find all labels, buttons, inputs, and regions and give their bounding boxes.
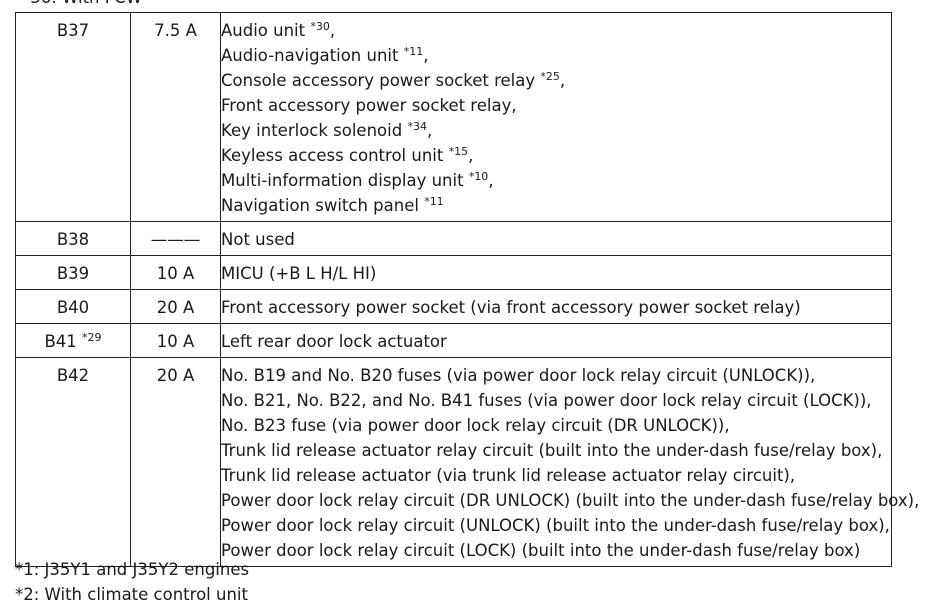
amperage: 20 A (156, 298, 195, 317)
footnotes: *1: J35Y1 and J35Y2 engines *2: With cli… (15, 557, 249, 607)
amperage-cell: 10 A (130, 255, 221, 290)
circuit-line: Front accessory power socket (via front … (221, 295, 891, 320)
circuit-text: Trunk lid release actuator relay circuit… (221, 441, 883, 460)
circuit-line: Audio-navigation unit *11, (221, 43, 891, 68)
fuse-number: B42 (56, 366, 90, 385)
circuit-text: Audio-navigation unit (221, 46, 404, 65)
circuit-note: *25 (540, 70, 560, 83)
amperage: 10 A (156, 264, 195, 283)
circuit-text: Power door lock relay circuit (DR UNLOCK… (221, 491, 920, 510)
circuit-note: *10 (468, 170, 489, 183)
fuse-number-cell: B37 (15, 12, 131, 222)
circuit-text: Not used (221, 230, 295, 249)
circuit-text: Console accessory power socket relay (221, 71, 541, 90)
fuse-number-cell: B40 (15, 289, 131, 324)
circuit-line: No. B23 fuse (via power door lock relay … (221, 413, 891, 438)
circuit-text: Multi-information display unit (221, 171, 469, 190)
circuit-punct: , (468, 146, 474, 165)
fuse-row: B42 20 A No. B19 and No. B20 fuses (via po… (15, 357, 919, 567)
circuit-text: Navigation switch panel (221, 196, 425, 215)
fuse-row: B38 ——— Not used (15, 221, 892, 256)
amperage-cell: 7.5 A (130, 12, 221, 222)
circuit-text: Left rear door lock actuator (221, 332, 447, 351)
circuit-punct: , (329, 21, 336, 40)
fuse-number-cell: B41 *29 (15, 323, 131, 358)
amperage-cell: 20 A (130, 357, 221, 567)
circuit-text: Front accessory power socket (via front … (221, 298, 801, 317)
circuit-line: Multi-information display unit *10, (221, 168, 891, 193)
circuit-line: Power door lock relay circuit (UNLOCK) (… (221, 513, 891, 538)
circuit-text: Trunk lid release actuator (via trunk li… (221, 466, 796, 485)
footnote: *2: With climate control unit (15, 585, 248, 604)
circuit-line: Navigation switch panel *11 (221, 193, 891, 218)
circuit-note: *11 (403, 45, 424, 58)
circuit-note: *34 (407, 120, 427, 133)
circuit-text: No. B19 and No. B20 fuses (via power doo… (221, 366, 816, 385)
circuit-description-cell: Front accessory power socket (via front … (220, 289, 892, 324)
amperage: ——— (150, 230, 201, 249)
circuit-line: Trunk lid release actuator relay circuit… (221, 438, 891, 463)
circuit-description-cell: MICU (+B L H/L HI) (220, 255, 892, 290)
footnote: *1: J35Y1 and J35Y2 engines (15, 560, 250, 579)
circuit-text: Audio unit (221, 21, 311, 40)
circuit-line: Key interlock solenoid *34, (221, 118, 891, 143)
circuit-line: MICU (+B L H/L HI) (221, 261, 891, 286)
circuit-line: Keyless access control unit *15, (221, 143, 891, 168)
circuit-text: Front accessory power socket relay, (221, 96, 517, 115)
circuit-description-cell: Not used (220, 221, 892, 256)
fuse-number: B39 (56, 264, 90, 283)
circuit-line: Power door lock relay circuit (DR UNLOCK… (221, 488, 919, 513)
circuit-line: Front accessory power socket relay, (221, 93, 891, 118)
fuse-number: B41 (44, 332, 83, 351)
circuit-description-cell: No. B19 and No. B20 fuses (via power doo… (220, 357, 919, 567)
circuit-description-cell: Audio unit *30,Audio-navigation unit *11… (220, 12, 892, 222)
circuit-text: Keyless access control unit (221, 146, 449, 165)
circuit-line: Console accessory power socket relay *25… (221, 68, 891, 93)
fuse-row: B41 *29 10 A Left rear door lock actuator (15, 323, 892, 358)
fuse-row: B40 20 A Front accessory power socket (via… (15, 289, 892, 324)
fuse-note: *29 (82, 331, 102, 344)
circuit-note: *11 (424, 195, 444, 208)
circuit-punct: , (423, 46, 429, 65)
amperage: 7.5 A (154, 21, 197, 40)
circuit-line: Trunk lid release actuator (via trunk li… (221, 463, 891, 488)
circuit-text: Power door lock relay circuit (UNLOCK) (… (221, 516, 890, 535)
amperage-cell: ——— (130, 221, 221, 256)
partial-footnote-top: *36: With FCW (22, 0, 142, 8)
circuit-punct: , (488, 171, 494, 190)
circuit-text: No. B23 fuse (via power door lock relay … (221, 416, 730, 435)
amperage-cell: 20 A (130, 289, 221, 324)
fuse-number-cell: B39 (15, 255, 131, 290)
circuit-note: *15 (448, 145, 469, 158)
amperage: 20 A (156, 366, 195, 385)
circuit-description-cell: Left rear door lock actuator (220, 323, 892, 358)
fuse-number: B38 (56, 230, 90, 249)
circuit-line: No. B19 and No. B20 fuses (via power doo… (221, 363, 891, 388)
circuit-punct: , (426, 121, 433, 140)
amperage-cell: 10 A (130, 323, 221, 358)
fuse-number-cell: B38 (15, 221, 131, 256)
fuse-number: B40 (56, 298, 90, 317)
circuit-punct: , (559, 71, 566, 90)
amperage: 10 A (156, 332, 195, 351)
circuit-note: *30 (310, 20, 330, 33)
circuit-line: No. B21, No. B22, and No. B41 fuses (via… (221, 388, 891, 413)
circuit-text: MICU (+B L H/L HI) (221, 264, 377, 283)
circuit-line: Not used (221, 227, 891, 252)
circuit-line: Audio unit *30, (221, 18, 891, 43)
circuit-line: Power door lock relay circuit (LOCK) (bu… (221, 538, 891, 563)
circuit-line: Left rear door lock actuator (221, 329, 891, 354)
circuit-text: Key interlock solenoid (221, 121, 408, 140)
circuit-text: No. B21, No. B22, and No. B41 fuses (via… (221, 391, 872, 410)
fuse-number: B37 (56, 21, 90, 40)
circuit-text: Power door lock relay circuit (LOCK) (bu… (221, 541, 861, 560)
fuse-number-cell: B42 (15, 357, 131, 567)
fuse-row: B39 10 A MICU (+B L H/L HI) (15, 255, 892, 290)
